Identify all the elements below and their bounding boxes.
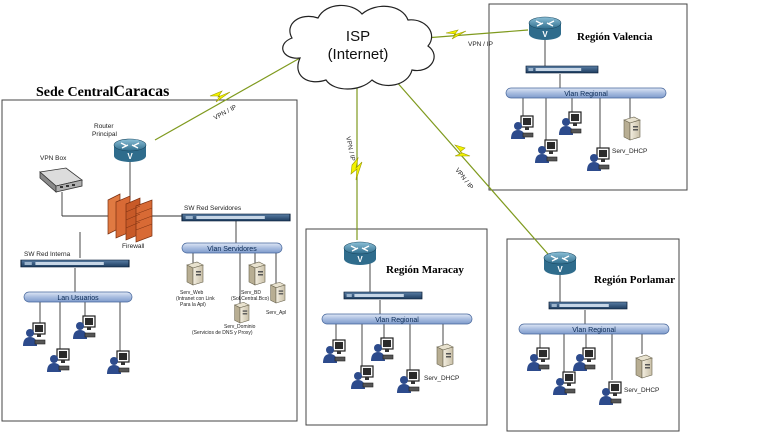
maracay-server-label: Serv_DHCP: [424, 375, 459, 382]
server-bd-desc: (Sol.Central.Bco): [231, 296, 269, 302]
porlamar-vlan-label: Vlan Regional: [572, 327, 616, 334]
vpn-label-porlamar: VPN / IP: [453, 167, 474, 191]
valencia-server-icon[interactable]: [623, 116, 641, 141]
maracay-lines: [335, 262, 444, 372]
server-domain-desc: (Servicios de DNS y Proxy): [192, 330, 253, 336]
router-label-1: Router: [94, 123, 114, 130]
firewall-label: Firewall: [122, 243, 145, 250]
maracay-router-icon[interactable]: [343, 241, 377, 266]
lan-users-label: Lan Usuarios: [57, 295, 99, 302]
server-web-desc1: (Intranet con Link: [176, 296, 215, 302]
router-label-2: Principal: [92, 131, 117, 138]
hq-router-icon[interactable]: [113, 138, 147, 163]
valencia-title: Región Valencia: [577, 31, 653, 43]
porlamar-title-part1: Región: [594, 274, 630, 286]
valencia-switch-icon[interactable]: [525, 65, 599, 74]
server-domain-name: Serv_Dominio: [224, 324, 256, 330]
porlamar-server-icon[interactable]: [635, 354, 653, 379]
valencia-router-icon[interactable]: [528, 16, 562, 41]
server-apl[interactable]: [270, 281, 286, 304]
valencia-server-label: Serv_DHCP: [612, 148, 647, 155]
porlamar-title-part2: Porlamar: [630, 274, 675, 286]
vlan-servers-bar: Vlan Servidores: [181, 242, 283, 254]
porlamar-server-label: Serv_DHCP: [624, 387, 659, 394]
porlamar-switch-icon[interactable]: [548, 301, 628, 310]
sw-internal-icon[interactable]: [20, 259, 130, 268]
maracay-title: Región Maracay: [386, 264, 464, 276]
vpn-box-icon[interactable]: [39, 167, 83, 193]
hq-lines: [39, 160, 277, 352]
maracay-box: [305, 228, 488, 426]
valencia-vlan-bar: Vlan Regional: [505, 87, 667, 99]
server-web-desc2: Para la Apl): [180, 302, 206, 308]
sw-servers-label: SW Red Servidores: [184, 205, 242, 212]
server-web[interactable]: [186, 261, 204, 286]
server-apl-name: Serv_Apl: [266, 310, 286, 316]
isp-subtitle: (Internet): [328, 46, 389, 63]
vpn-box-label: VPN Box: [40, 155, 67, 162]
porlamar-router-icon[interactable]: [543, 251, 577, 276]
sw-servers-icon[interactable]: [181, 213, 291, 222]
hq-title-part2: Caracas: [113, 83, 169, 100]
maracay-vlan-bar: Vlan Regional: [321, 313, 473, 325]
maracay-vlan-label: Vlan Regional: [375, 317, 419, 324]
hq-title: Sede CentralCaracas: [36, 83, 169, 100]
firewall-icon[interactable]: [107, 193, 153, 243]
vlan-servers-label: Vlan Servidores: [207, 246, 257, 253]
vpn-label-valencia: VPN / IP: [468, 41, 493, 48]
server-bd-name: Serv_BD: [241, 290, 261, 296]
isp-cloud: ISP (Internet): [282, 4, 435, 90]
sw-internal-label: SW Red Interna: [24, 251, 71, 258]
server-bd[interactable]: [248, 261, 266, 286]
server-domain[interactable]: [234, 301, 250, 324]
maracay-switch-icon[interactable]: [343, 291, 423, 300]
lan-users-bar: Lan Usuarios: [23, 291, 133, 303]
vpn-label-maracay: VPN / IP: [344, 136, 356, 162]
server-web-name: Serv_Web: [180, 290, 203, 296]
porlamar-vlan-bar: Vlan Regional: [518, 323, 670, 335]
porlamar-box: [506, 238, 680, 432]
lightning-bolts: [209, 29, 471, 181]
valencia-lines: [522, 36, 631, 150]
hq-title-part1: Sede Central: [36, 85, 113, 100]
porlamar-lines: [539, 272, 643, 380]
porlamar-title: Región Porlamar: [594, 274, 675, 286]
isp-title: ISP: [346, 28, 370, 45]
maracay-server-icon[interactable]: [436, 343, 454, 368]
valencia-vlan-label: Vlan Regional: [564, 91, 608, 98]
